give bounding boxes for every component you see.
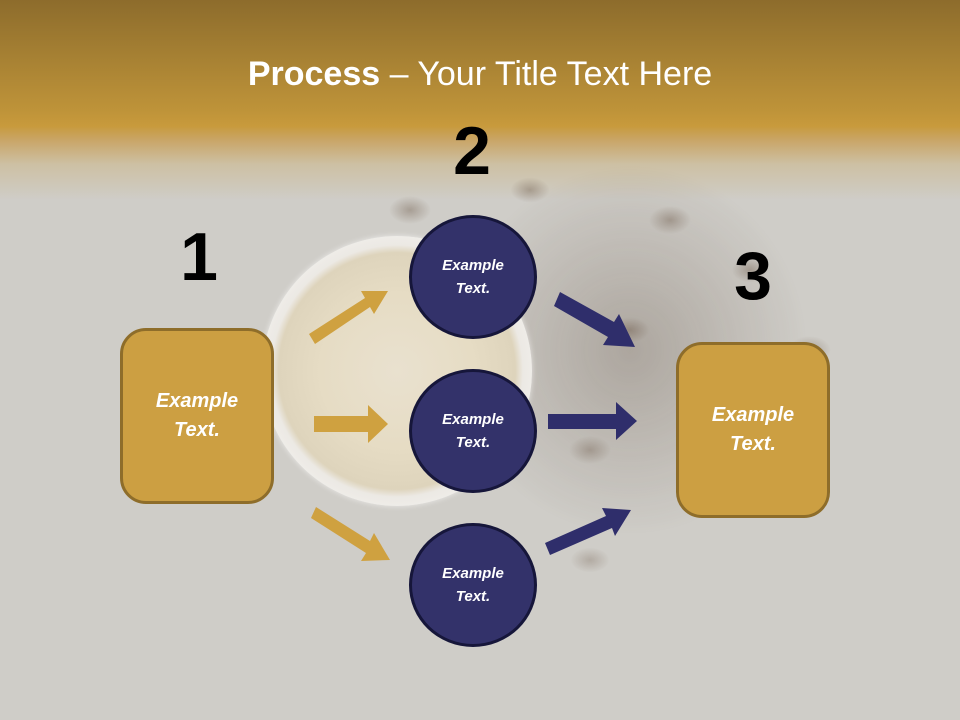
circle-bottom-label: Example Text. bbox=[442, 562, 504, 608]
circle-top-line2: Text. bbox=[455, 280, 491, 297]
circle-middle-line2: Text. bbox=[455, 434, 491, 451]
slide-title: Process – Your Title Text Here bbox=[0, 52, 960, 96]
title-bold-part: Process bbox=[247, 55, 381, 93]
step-3-label-line2: Text. bbox=[730, 433, 776, 455]
circle-middle-label: Example Text. bbox=[442, 408, 504, 454]
step-1-label-line2: Text. bbox=[174, 419, 220, 441]
arrow-navy-down-right-icon bbox=[554, 292, 635, 347]
step-1-label: Example Text. bbox=[156, 387, 238, 445]
arrow-gold-up-right-icon bbox=[309, 291, 388, 344]
step-number-1: 1 bbox=[180, 219, 218, 295]
header-band bbox=[0, 0, 960, 200]
step-2-circle-top[interactable]: Example Text. bbox=[409, 215, 537, 339]
step-1-box[interactable]: Example Text. bbox=[120, 328, 274, 504]
circle-middle-line1: Example bbox=[442, 411, 504, 428]
arrow-navy-up-right-icon bbox=[545, 508, 631, 555]
step-1-label-line1: Example bbox=[155, 390, 239, 412]
step-2-circle-middle[interactable]: Example Text. bbox=[409, 369, 537, 493]
step-3-label: Example Text. bbox=[712, 401, 794, 459]
arrow-gold-right-icon bbox=[314, 405, 388, 443]
circle-top-line1: Example bbox=[442, 257, 504, 274]
step-3-box[interactable]: Example Text. bbox=[676, 342, 830, 518]
circle-bottom-line2: Text. bbox=[455, 588, 491, 605]
title-rest: – Your Title Text Here bbox=[380, 55, 713, 93]
circle-bottom-line1: Example bbox=[442, 565, 504, 582]
arrow-navy-right-icon bbox=[548, 402, 637, 440]
arrow-gold-down-right-icon bbox=[311, 507, 390, 561]
step-number-3: 3 bbox=[734, 238, 772, 314]
step-3-label-line1: Example bbox=[711, 404, 795, 426]
step-2-circle-bottom[interactable]: Example Text. bbox=[409, 523, 537, 647]
step-number-2: 2 bbox=[453, 113, 491, 189]
circle-top-label: Example Text. bbox=[442, 254, 504, 300]
